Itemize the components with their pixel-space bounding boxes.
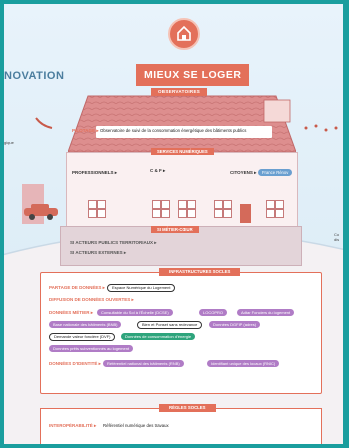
donnees-identite-label: DONNÉES D'IDENTITÉ ▸: [49, 361, 101, 366]
door: [240, 204, 251, 223]
si-metier-coeur-tag: SI MÉTIER-CŒUR: [151, 226, 199, 233]
partage-label: PARTAGE DE DONNÉES ▸: [49, 285, 105, 290]
house-facade: [66, 152, 298, 236]
infrastructures-socles-panel: INFRASTRUCTURES SOCLES PARTAGE DE DONNÉE…: [40, 268, 322, 394]
right-side-text: Co dis: [334, 232, 340, 242]
pilotage-item[interactable]: Observatoire de suivi de la consommation…: [100, 128, 247, 133]
regles-socles-tag: RÈGLES SOCLES: [159, 404, 216, 412]
bird-icon: [35, 117, 53, 129]
interop-item[interactable]: Référentiel numérique des travaux: [103, 423, 169, 428]
left-side-text: gique: [4, 140, 14, 145]
si-acteurs-externes[interactable]: SI ACTEURS EXTERNES ▸: [70, 250, 127, 255]
professionnels-label[interactable]: PROFESSIONNELS ▸: [72, 170, 118, 175]
house-badge: [168, 18, 200, 50]
window: [88, 200, 106, 218]
birds-icon: [304, 124, 338, 132]
services-numeriques-tag: SERVICES NUMÉRIQUES: [151, 148, 214, 155]
window: [178, 200, 196, 218]
roof: [68, 95, 296, 153]
identite-chip[interactable]: Identifiant unique des locaux (RNIC): [207, 360, 280, 367]
car-icon: [24, 204, 58, 220]
metier-chip[interactable]: LOCOPRO: [199, 309, 228, 316]
metier-chip[interactable]: Données prêts subventionnés au logement: [49, 345, 134, 352]
window: [266, 200, 284, 218]
donnees-metier-label: DONNÉES MÉTIER ▸: [49, 310, 94, 315]
page-title: MIEUX SE LOGER: [136, 64, 250, 86]
diagram-canvas: gique Co dis NOVATION MIEUX SE LOGER OBS…: [4, 4, 343, 444]
infrastructures-socles-tag: INFRASTRUCTURES SOCLES: [159, 268, 241, 276]
house-icon: [177, 25, 191, 41]
si-acteurs-publics[interactable]: SI ACTEURS PUBLICS TERRITORIAUX ▸: [70, 240, 157, 245]
metier-chip[interactable]: Base nationale des bâtiments (BNB): [49, 321, 122, 328]
window: [152, 200, 170, 218]
identite-chip[interactable]: Référentiel national des bâtiments (RNB): [103, 360, 184, 367]
pilotage-label: PILOTAGE ▸: [72, 128, 99, 133]
metier-chip[interactable]: Demande valeur foncière (DVF): [49, 333, 116, 341]
metier-chip[interactable]: Données de consommation d'énergie: [121, 333, 196, 340]
regles-socles-panel: RÈGLES SOCLES INTEROPÉRABILITÉ ▸ Référen…: [40, 404, 322, 444]
window: [214, 200, 232, 218]
left-title: NOVATION: [4, 70, 65, 82]
interoperabilite-label: INTEROPÉRABILITÉ ▸: [49, 423, 97, 428]
observatoires-tag: OBSERVATOIRES: [151, 88, 208, 96]
diffusion-label: DIFFUSION DE DONNÉES OUVERTES ▸: [49, 297, 134, 302]
metier-chip[interactable]: Bien et Ponset sans redevance: [137, 321, 203, 329]
espace-numerique-chip[interactable]: Espace Numérique du Logement: [107, 284, 176, 292]
citoyens-label[interactable]: CITOYENS ▸: [230, 170, 257, 175]
metier-chip[interactable]: Adtar Fonciers du logement: [237, 309, 295, 316]
france-renov-pill[interactable]: France Rénov: [258, 169, 293, 176]
caf-label[interactable]: C & F ▸: [150, 168, 166, 173]
metier-chip[interactable]: Consultable du Sol à l'Échelle (DCSE): [97, 309, 173, 316]
metier-chip[interactable]: Données DGFIP (adres): [209, 321, 261, 328]
